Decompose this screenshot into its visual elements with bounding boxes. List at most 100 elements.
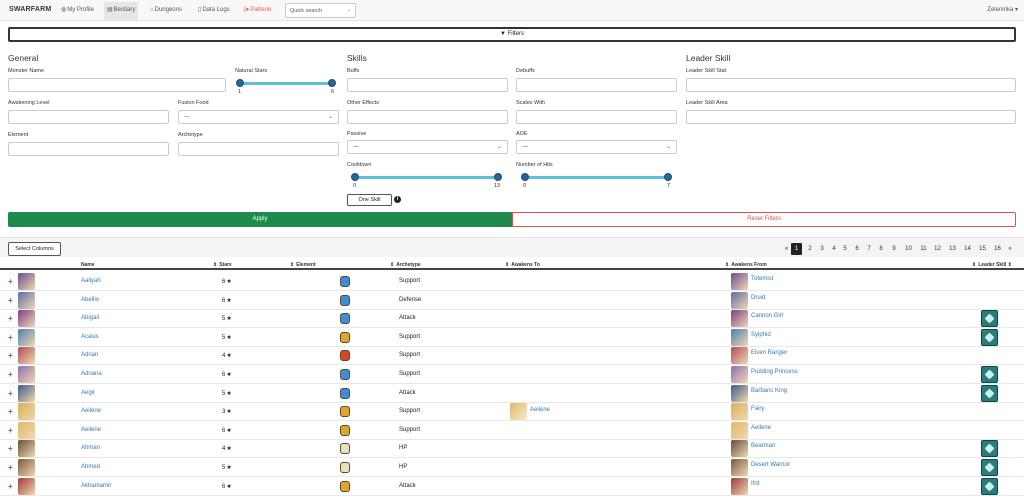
monster-portrait[interactable] bbox=[18, 459, 35, 476]
monster-name-link[interactable]: Aeilene bbox=[81, 426, 102, 433]
archetype-input[interactable] bbox=[178, 142, 339, 156]
col-header-element[interactable]: ⇕Element bbox=[290, 262, 316, 268]
element-input[interactable] bbox=[8, 142, 169, 156]
awakens-to-link[interactable]: Aeilene bbox=[530, 407, 551, 414]
leader-skill-area-input[interactable] bbox=[686, 110, 1016, 124]
awakens-from-link[interactable]: Bearman bbox=[751, 443, 776, 450]
expand-row-icon[interactable]: + bbox=[8, 351, 13, 361]
expand-row-icon[interactable]: + bbox=[8, 407, 13, 417]
pagination-page[interactable]: 10 bbox=[905, 246, 912, 252]
col-header-awakens-to[interactable]: ⇕Awakens To bbox=[505, 262, 540, 268]
monster-portrait[interactable] bbox=[18, 384, 35, 402]
pagination-page[interactable]: 15 bbox=[979, 246, 986, 252]
pagination-page[interactable]: 7 bbox=[867, 246, 871, 252]
awakens-from-link[interactable]: Pudding Princess bbox=[751, 369, 798, 375]
pagination-page[interactable]: 8 bbox=[879, 246, 883, 252]
awakening-level-input[interactable] bbox=[8, 110, 169, 124]
nav-dungeons[interactable]: ⌂Dungeons bbox=[147, 2, 185, 20]
monster-name-link[interactable]: Acasis bbox=[81, 333, 99, 340]
expand-row-icon[interactable]: + bbox=[8, 370, 13, 379]
pagination-page[interactable]: 2 bbox=[808, 246, 812, 252]
awakens-from-link[interactable]: Aeilene bbox=[751, 424, 772, 431]
passive-select[interactable]: --- ⌄ bbox=[347, 140, 508, 154]
col-header-leader-skill[interactable]: ⇕Leader Skill ⇕ bbox=[972, 262, 1014, 268]
pagination-prev[interactable]: « bbox=[784, 246, 789, 252]
monster-name-link[interactable]: Adriana bbox=[81, 371, 102, 377]
select-columns-button[interactable]: Select Columns bbox=[8, 242, 61, 256]
awakens-from-portrait[interactable] bbox=[731, 273, 748, 290]
slider-handle-min[interactable] bbox=[351, 173, 359, 181]
quick-search-select[interactable]: Quick search ⌄ bbox=[285, 3, 356, 18]
nav-bestiary[interactable]: ▤Bestiary bbox=[104, 2, 139, 20]
hits-slider[interactable]: 0 7 bbox=[521, 172, 672, 192]
awakens-from-portrait[interactable] bbox=[731, 403, 748, 421]
leader-skill-icon[interactable] bbox=[981, 440, 998, 458]
monster-portrait[interactable] bbox=[18, 403, 35, 421]
pagination-page[interactable]: 3 bbox=[820, 246, 824, 252]
monster-name-link[interactable]: Aaliyah bbox=[81, 278, 101, 284]
pagination-page[interactable]: 13 bbox=[949, 246, 956, 252]
leader-skill-icon[interactable] bbox=[981, 384, 998, 402]
monster-name-link[interactable]: Abigail bbox=[81, 315, 100, 322]
awakens-from-portrait[interactable] bbox=[731, 347, 748, 365]
awakens-from-link[interactable]: Cannon Girl bbox=[751, 313, 784, 320]
info-icon[interactable]: i bbox=[394, 196, 401, 203]
slider-handle-min[interactable] bbox=[521, 173, 529, 181]
other-effects-input[interactable] bbox=[347, 110, 508, 124]
pagination-page[interactable]: 14 bbox=[964, 246, 971, 252]
apply-button[interactable]: Apply bbox=[8, 212, 512, 227]
fusion-food-select[interactable]: --- ⌄ bbox=[178, 110, 339, 124]
expand-row-icon[interactable]: + bbox=[8, 444, 13, 454]
pagination-page[interactable]: 11 bbox=[920, 246, 927, 252]
leader-skill-stat-input[interactable] bbox=[686, 78, 1016, 92]
buffs-input[interactable] bbox=[347, 78, 508, 92]
debuffs-input[interactable] bbox=[516, 78, 677, 92]
monster-name-link[interactable]: Adrian bbox=[81, 352, 99, 359]
scales-with-input[interactable] bbox=[516, 110, 677, 124]
awakens-from-link[interactable]: Barbaric King bbox=[751, 387, 788, 394]
slider-handle-max[interactable] bbox=[664, 173, 672, 181]
pagination-page[interactable]: 12 bbox=[934, 246, 941, 252]
awakens-from-portrait[interactable] bbox=[731, 310, 748, 328]
monster-name-link[interactable]: Akhamamir bbox=[81, 482, 112, 489]
pagination-page[interactable]: 9 bbox=[892, 246, 896, 252]
cooldown-slider[interactable]: 0 13 bbox=[351, 172, 502, 192]
nav-patreon[interactable]: |●Patreon bbox=[241, 2, 274, 20]
monster-portrait[interactable] bbox=[18, 328, 35, 346]
awakens-from-portrait[interactable] bbox=[731, 366, 748, 383]
expand-row-icon[interactable]: + bbox=[8, 332, 13, 342]
awakens-from-link[interactable]: Totemist bbox=[751, 276, 774, 282]
awakens-from-portrait[interactable] bbox=[731, 421, 748, 439]
expand-row-icon[interactable]: + bbox=[8, 295, 13, 305]
awakens-from-link[interactable]: Druid bbox=[751, 294, 766, 301]
awakens-from-link[interactable]: Sylphid bbox=[751, 331, 771, 338]
pagination-next[interactable]: » bbox=[1008, 246, 1012, 252]
natural-stars-slider[interactable]: 1 6 bbox=[236, 78, 336, 98]
awakens-from-link[interactable]: Ifrit bbox=[751, 480, 760, 487]
awakens-from-link[interactable]: Fairy bbox=[751, 406, 765, 413]
brand-logo[interactable]: SWARFARM bbox=[9, 6, 52, 13]
awakens-from-portrait[interactable] bbox=[731, 459, 748, 476]
leader-skill-icon[interactable] bbox=[981, 477, 998, 495]
user-menu[interactable]: Zeleninka ▾ bbox=[987, 7, 1018, 13]
awakens-from-portrait[interactable] bbox=[731, 440, 748, 458]
aoe-select[interactable]: --- ⌄ bbox=[516, 140, 677, 154]
monster-portrait[interactable] bbox=[18, 310, 35, 328]
col-header-archetype[interactable]: ⇕Archetype bbox=[390, 262, 421, 268]
pagination-page[interactable]: 1 bbox=[791, 243, 802, 255]
expand-row-icon[interactable]: + bbox=[8, 425, 13, 435]
leader-skill-icon[interactable] bbox=[981, 366, 998, 383]
reset-filters-button[interactable]: Reset Filters bbox=[512, 212, 1016, 227]
awakens-from-link[interactable]: Desert Warrior bbox=[751, 462, 790, 468]
nav-data-logs[interactable]: ▯Data Logs bbox=[195, 2, 233, 20]
slider-handle-min[interactable] bbox=[236, 79, 244, 87]
slider-handle-max[interactable] bbox=[328, 79, 336, 87]
monster-portrait[interactable] bbox=[18, 440, 35, 458]
